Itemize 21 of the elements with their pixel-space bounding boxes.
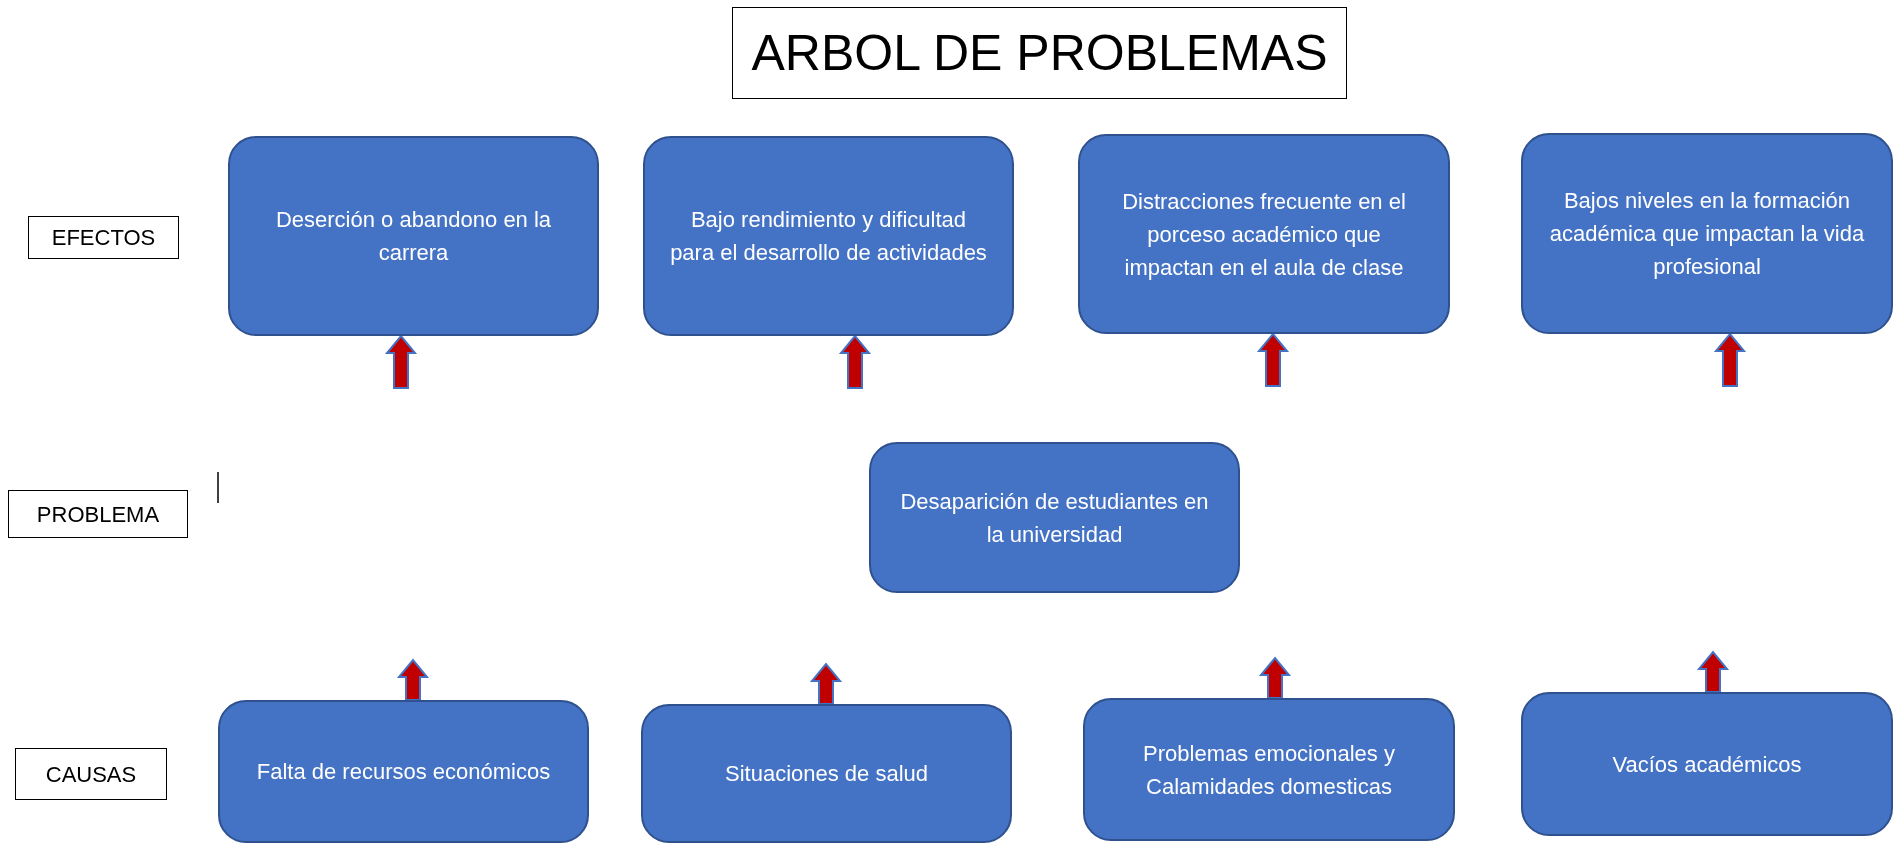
block-arrow [1256, 332, 1290, 387]
process-box: Vacíos académicos [1521, 692, 1893, 836]
process-box: Deserción o abandono en la carrera [228, 136, 599, 336]
row-label: EFECTOS [28, 216, 179, 259]
process-box: Desaparición de estudiantes en la universidad [869, 442, 1240, 593]
block-arrow [384, 334, 418, 389]
block-arrow [838, 334, 872, 389]
block-arrow [1713, 332, 1747, 387]
block-arrow [1258, 656, 1292, 699]
process-box: Bajos niveles en la formación académica que impactan la vida profesional [1521, 133, 1893, 334]
process-box: Situaciones de salud [641, 704, 1012, 843]
block-arrow [396, 658, 430, 701]
row-label: CAUSAS [15, 748, 167, 800]
block-arrow [1696, 650, 1730, 693]
process-box: Falta de recursos económicos [218, 700, 589, 843]
process-box: Problemas emocionales y Calamidades domesticas [1083, 698, 1455, 841]
block-arrow [809, 662, 843, 705]
title-box: ARBOL DE PROBLEMAS [732, 7, 1347, 99]
process-box: Bajo rendimiento y dificultad para el desarrollo de actividades [643, 136, 1014, 336]
row-label: PROBLEMA [8, 490, 188, 538]
process-box: Distracciones frecuente en el porceso académico que impactan en el aula de clase [1078, 134, 1450, 334]
